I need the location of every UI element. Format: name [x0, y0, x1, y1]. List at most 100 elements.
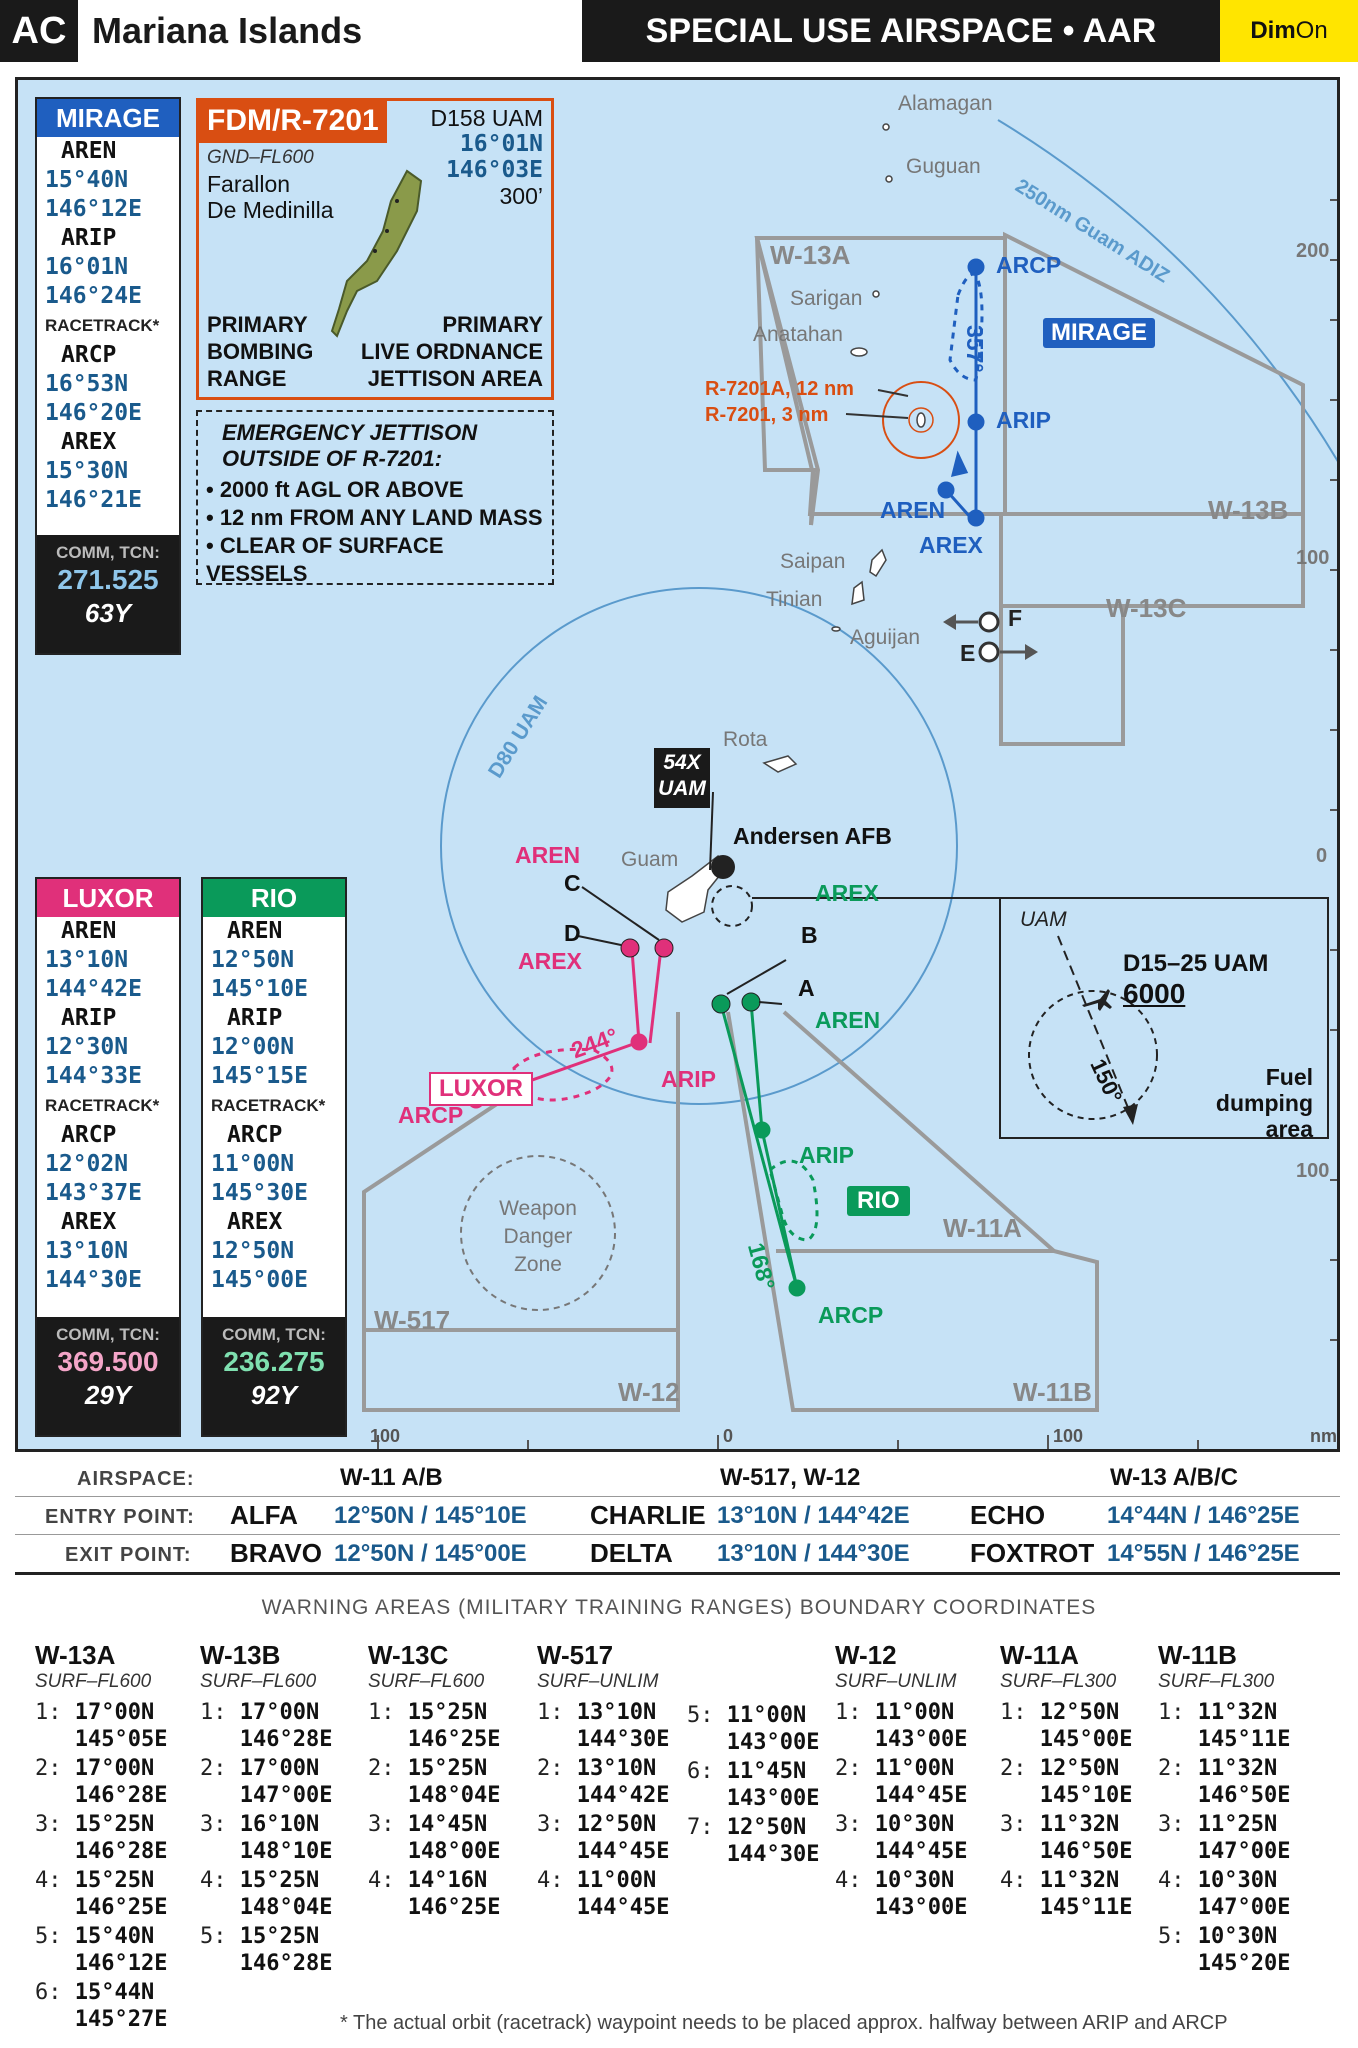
point-lon: 144°45E [576, 1839, 670, 1864]
waypoint-name: ARIP [61, 1005, 117, 1031]
point-index: 2: [368, 1756, 395, 1781]
exit-row: EXIT POINT: BRAVO 12°50N / 145°00E DELTA… [15, 1534, 1340, 1575]
waypoint-name: ARIP [61, 225, 117, 251]
fuel-dump-circle [1028, 990, 1158, 1120]
point-c-label: C [564, 870, 581, 896]
waypoint-coord: 145°15E [211, 1063, 308, 1089]
fuel-dump-arrow [1123, 1104, 1138, 1125]
point-index: 6: [687, 1759, 714, 1784]
group2-name: W-517, W-12 [720, 1464, 861, 1491]
luxor-arex-label: AREX [518, 948, 582, 974]
waypoint-name: ARCP [61, 342, 117, 368]
point-index: 3: [35, 1812, 62, 1837]
entry-label: ENTRY POINT: [45, 1506, 195, 1528]
group2-exit-coord: 13°10N / 144°30E [717, 1540, 910, 1567]
airspace-row: AIRSPACE: W-11 A/B W-517, W-12 W-13 A/B/… [15, 1458, 1340, 1497]
rio-panel-title: RIO [203, 879, 345, 917]
point-lat: 15°40N [74, 1924, 155, 1949]
rio-racetrack [768, 1159, 819, 1242]
fuel-t3: area [1265, 1116, 1313, 1142]
point-lon: 146°50E [1039, 1839, 1133, 1864]
warning-area-name: W-11A [1000, 1640, 1079, 1670]
boundary-point: 2: 12°50N 145°10E [1000, 1755, 1170, 1809]
warning-area-name: W-12 [835, 1640, 897, 1670]
point-lon: 148°04E [407, 1783, 501, 1808]
point-lon: 146°50E [1197, 1783, 1291, 1808]
point-index: 2: [1000, 1756, 1027, 1781]
point-lon: 148°10E [239, 1839, 333, 1864]
point-index: 4: [35, 1868, 62, 1893]
point-index: 5: [200, 1924, 227, 1949]
rota-label: Rota [723, 728, 768, 751]
boundary-point: 6: 15°44N 145°27E [35, 1979, 205, 2033]
point-lon: 147°00E [1197, 1839, 1291, 1864]
point-f-marker [978, 611, 1000, 633]
waypoint-name: AREX [61, 429, 117, 455]
dim-on-toggle[interactable]: DimOn [1220, 0, 1358, 62]
warning-areas-title: WARNING AREAS (MILITARY TRAINING RANGES)… [261, 1596, 1097, 1619]
boundary-point: 4: 15°25N 146°25E [35, 1867, 205, 1921]
point-lat: 17°00N [239, 1700, 320, 1725]
waypoint-coord: 146°21E [45, 487, 142, 513]
waypoint-name: ARIP [227, 1005, 283, 1031]
point-lon: 144°45E [576, 1895, 670, 1920]
point-lat: 15°25N [74, 1868, 155, 1893]
racetrack-label: RACETRACK* [211, 1096, 326, 1115]
boundary-point: 1: 17°00N 145°05E [35, 1699, 205, 1753]
warning-area-altitude: SURF–UNLIM [537, 1671, 659, 1692]
waypoint-coord: 12°00N [211, 1034, 295, 1060]
boundary-point: 4: 14°16N 146°25E [368, 1867, 538, 1921]
waypoint-coord: 16°01N [45, 254, 129, 280]
d80-uam-circle [440, 587, 958, 1105]
point-index: 1: [835, 1700, 862, 1725]
point-lon: 144°45E [874, 1783, 968, 1808]
andersen-afb-symbol [711, 855, 735, 879]
waypoint-coord: 143°37E [45, 1180, 142, 1206]
point-lat: 17°00N [74, 1756, 155, 1781]
point-a-label: A [798, 975, 815, 1001]
point-lat: 15°25N [239, 1924, 320, 1949]
warning-area-altitude: SURF–FL600 [200, 1671, 317, 1692]
boundary-point: 4: 10°30N 143°00E [835, 1867, 1005, 1921]
point-lon: 143°00E [874, 1895, 968, 1920]
guam-adiz-circle [997, 119, 1337, 462]
point-lon: 146°28E [239, 1727, 333, 1752]
entry-row: ENTRY POINT: ALFA 12°50N / 145°10E CHARL… [15, 1496, 1340, 1535]
rio-map-tag: RIO [847, 1186, 910, 1216]
point-lat: 11°00N [726, 1703, 807, 1728]
fdm-r7201-box: FDM/R-7201 D158 UAM 16°01N 146°03E 300’ … [196, 98, 554, 400]
group1-exit-coord: 12°50N / 145°00E [334, 1540, 527, 1567]
point-lon: 146°12E [74, 1951, 168, 1976]
warning-area-name: W-13B [200, 1640, 281, 1670]
w13c-label: W-13C [1106, 593, 1187, 623]
comm-frequency: 236.275 [223, 1346, 325, 1377]
exit-label: EXIT POINT: [65, 1544, 192, 1566]
luxor-panel-title: LUXOR [37, 879, 179, 917]
airspace-map: Alamagan Guguan 250nm Guam ADIZ 200 100 … [15, 77, 1340, 1452]
point-lat: 11°32N [1197, 1700, 1278, 1725]
boundary-point: 3: 16°10N 148°10E [200, 1811, 370, 1865]
point-lon: 145°27E [74, 2007, 168, 2032]
point-lon: 147°00E [1197, 1895, 1291, 1920]
point-e-marker [978, 641, 1000, 663]
point-index: 4: [1000, 1868, 1027, 1893]
rio-aren-label: AREN [815, 1007, 881, 1033]
point-lat: 17°00N [74, 1700, 155, 1725]
point-index: 7: [687, 1815, 714, 1840]
fdm-left1: PRIMARY [207, 312, 308, 337]
rio-arcp-label: ARCP [818, 1302, 884, 1328]
w12-outline [362, 1330, 680, 1412]
boundary-point: 5: 15°25N 146°28E [200, 1923, 370, 1977]
guguan-label: Guguan [906, 155, 981, 178]
point-lon: 143°00E [874, 1727, 968, 1752]
tacan-channel: 54X [663, 751, 701, 774]
tinian-label: Tinian [766, 588, 823, 611]
point-lon: 145°11E [1039, 1895, 1133, 1920]
group2-entry: CHARLIE [590, 1500, 706, 1530]
